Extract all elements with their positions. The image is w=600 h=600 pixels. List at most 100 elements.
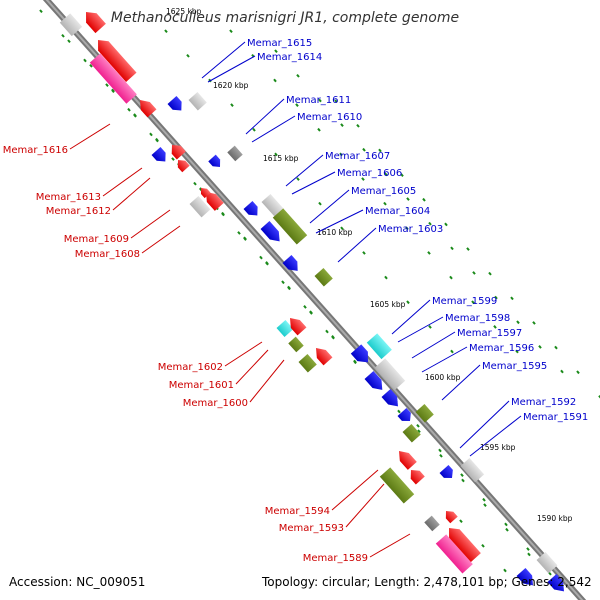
tick-mark <box>560 369 564 374</box>
tick-mark <box>461 478 465 483</box>
gene-red <box>177 160 190 173</box>
tick-mark <box>193 181 197 186</box>
tick-mark <box>378 148 382 153</box>
tick-mark <box>237 231 241 235</box>
tick-mark <box>554 345 558 350</box>
label-leader <box>411 331 456 359</box>
tick-mark <box>340 123 344 127</box>
tick-mark <box>325 329 329 334</box>
label-leader <box>391 299 431 335</box>
tick-mark <box>361 177 365 181</box>
gene-label-memar-1604[interactable]: Memar_1604 <box>365 206 430 217</box>
gene-blue <box>547 574 564 592</box>
kbp-marker: 1605 kbp <box>370 300 406 309</box>
gene-darkgray <box>227 145 243 162</box>
label-leader <box>291 171 336 195</box>
gene-label-memar-1616[interactable]: Memar_1616 <box>3 145 68 156</box>
tick-mark <box>273 78 277 83</box>
tick-mark <box>438 448 442 453</box>
kbp-marker: 1610 kbp <box>317 228 353 237</box>
gene-label-memar-1605[interactable]: Memar_1605 <box>351 186 416 197</box>
tick-mark <box>296 177 300 181</box>
gene-label-memar-1598[interactable]: Memar_1598 <box>445 313 510 324</box>
map-title: Methanoculleus marisnigri JR1, complete … <box>111 10 459 26</box>
gene-red <box>201 188 211 199</box>
gene-label-memar-1599[interactable]: Memar_1599 <box>432 296 497 307</box>
tick-mark <box>89 63 93 68</box>
tick-mark <box>422 197 426 202</box>
gene-label-memar-1611[interactable]: Memar_1611 <box>286 95 351 106</box>
gene-label-memar-1615[interactable]: Memar_1615 <box>247 38 312 49</box>
gene-gray <box>374 358 406 391</box>
gene-label-memar-1593[interactable]: Memar_1593 <box>279 523 344 534</box>
gene-label-memar-1589[interactable]: Memar_1589 <box>303 553 368 564</box>
tick-mark <box>428 325 432 329</box>
tick-mark <box>427 251 431 255</box>
gene-magenta <box>89 53 137 104</box>
tick-mark <box>61 33 65 38</box>
gene-label-memar-1596[interactable]: Memar_1596 <box>469 343 534 354</box>
tick-mark <box>450 246 454 251</box>
label-leader <box>469 415 522 457</box>
tick-mark <box>459 519 463 524</box>
gene-blue <box>397 408 411 421</box>
gene-label-memar-1595[interactable]: Memar_1595 <box>482 361 547 372</box>
tick-mark <box>243 237 247 241</box>
gene-label-memar-1606[interactable]: Memar_1606 <box>337 168 402 179</box>
tick-mark <box>318 201 322 206</box>
kbp-marker: 1615 kbp <box>263 154 299 163</box>
gene-cyan <box>366 333 392 360</box>
tick-mark <box>334 99 338 104</box>
gene-label-memar-1613[interactable]: Memar_1613 <box>36 192 101 203</box>
tick-mark <box>186 53 190 58</box>
gene-blue <box>381 389 398 407</box>
tick-mark <box>504 522 508 527</box>
tick-mark <box>340 226 344 231</box>
gene-label-memar-1608[interactable]: Memar_1608 <box>75 249 140 260</box>
tick-mark <box>471 300 475 305</box>
tick-mark <box>287 286 291 291</box>
label-leader <box>459 400 510 449</box>
tick-mark <box>397 409 401 414</box>
tick-mark <box>548 571 552 576</box>
gene-label-memar-1594[interactable]: Memar_1594 <box>265 506 330 517</box>
gene-red <box>140 100 157 118</box>
gene-label-memar-1609[interactable]: Memar_1609 <box>64 234 129 245</box>
tick-mark <box>83 58 87 63</box>
tick-mark <box>488 271 492 276</box>
gene-red <box>316 348 333 366</box>
gene-label-memar-1610[interactable]: Memar_1610 <box>297 112 362 123</box>
tick-mark <box>532 321 536 325</box>
gene-label-memar-1602[interactable]: Memar_1602 <box>158 362 223 373</box>
label-leader <box>224 341 263 367</box>
gene-red <box>410 470 425 485</box>
tick-mark <box>406 300 410 305</box>
gene-label-memar-1614[interactable]: Memar_1614 <box>257 52 322 63</box>
gene-label-memar-1607[interactable]: Memar_1607 <box>325 151 390 162</box>
tick-mark <box>362 251 366 255</box>
gene-label-memar-1601[interactable]: Memar_1601 <box>169 380 234 391</box>
label-leader <box>337 227 377 263</box>
tick-mark <box>133 113 137 118</box>
gene-blue <box>516 568 533 586</box>
kbp-marker: 1620 kbp <box>213 81 249 90</box>
tick-mark <box>111 89 115 94</box>
tick-mark <box>526 547 530 551</box>
label-leader <box>102 167 143 197</box>
gene-label-memar-1612[interactable]: Memar_1612 <box>46 206 111 217</box>
label-leader <box>69 123 111 150</box>
gene-label-memar-1597[interactable]: Memar_1597 <box>457 328 522 339</box>
gene-label-memar-1591[interactable]: Memar_1591 <box>523 412 588 423</box>
tick-mark <box>460 473 464 477</box>
gene-label-memar-1603[interactable]: Memar_1603 <box>378 224 443 235</box>
tick-mark <box>281 280 285 285</box>
label-leader <box>397 316 444 343</box>
gene-label-memar-1600[interactable]: Memar_1600 <box>183 398 248 409</box>
tick-mark <box>149 132 153 137</box>
gene-label-memar-1592[interactable]: Memar_1592 <box>511 397 576 408</box>
tick-mark <box>472 271 476 275</box>
tick-mark <box>405 226 409 231</box>
tick-mark <box>384 172 388 177</box>
